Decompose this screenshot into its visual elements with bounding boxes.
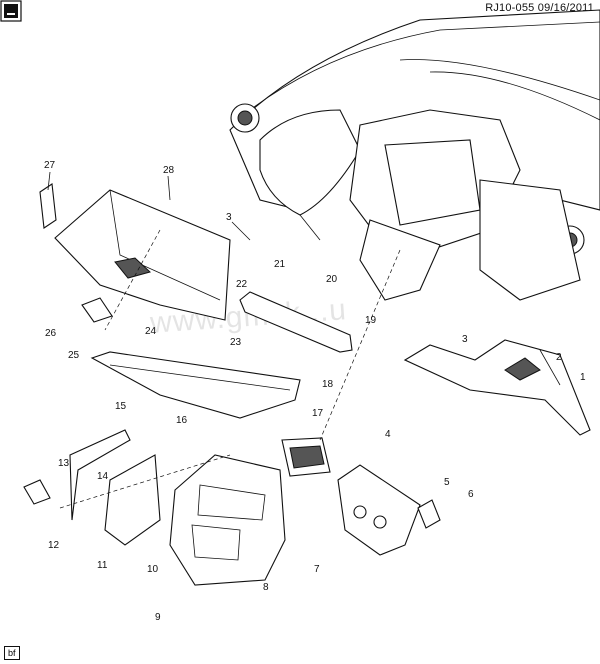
knee-bolster [90, 351, 301, 419]
end-panel-right [403, 339, 591, 436]
callout-19: 19 [365, 315, 377, 326]
glove-box-latch [81, 297, 113, 323]
callout-25: 25 [68, 350, 80, 361]
callout-5: 5 [444, 477, 450, 488]
center-bezel [169, 454, 286, 586]
footer-tag: bf [4, 646, 20, 660]
control-panel [337, 464, 421, 556]
callout-17: 17 [312, 408, 324, 419]
callout-2: 2 [556, 352, 562, 363]
callout-24: 24 [145, 326, 157, 337]
callout-27: 27 [44, 160, 56, 171]
callout-10: 10 [147, 564, 159, 575]
diagram-id-date: RJ10-055 09/16/2011 [485, 2, 594, 14]
callout-7: 7 [314, 564, 320, 575]
instrument-panel-body [229, 9, 600, 301]
callout-23: 23 [230, 337, 242, 348]
callout-13: 13 [58, 458, 70, 469]
gm-logo-icon [0, 0, 22, 22]
callout-8: 8 [263, 582, 269, 593]
callout-4: 4 [385, 429, 391, 440]
knee-bracket [239, 291, 353, 353]
callout-22: 22 [236, 279, 248, 290]
callout-26: 26 [45, 328, 57, 339]
glove-box-door [54, 189, 231, 321]
callout-16: 16 [176, 415, 188, 426]
callout-3-lower: 3 [462, 334, 468, 345]
callout-20: 20 [326, 274, 338, 285]
glove-box-hinge [39, 183, 57, 229]
callout-18: 18 [322, 379, 334, 390]
callout-12: 12 [48, 540, 60, 551]
left-bracket [104, 454, 161, 546]
callout-15: 15 [115, 401, 127, 412]
switch [417, 499, 441, 529]
callout-21: 21 [274, 259, 286, 270]
callout-6: 6 [468, 489, 474, 500]
callout-1: 1 [580, 372, 586, 383]
callout-28: 28 [163, 165, 175, 176]
callout-14: 14 [97, 471, 109, 482]
callout-11: 11 [97, 560, 108, 571]
callout-3-upper: 3 [226, 212, 232, 223]
left-trim-panel [69, 429, 131, 521]
callout-9: 9 [155, 612, 161, 623]
side-cap [23, 479, 51, 505]
